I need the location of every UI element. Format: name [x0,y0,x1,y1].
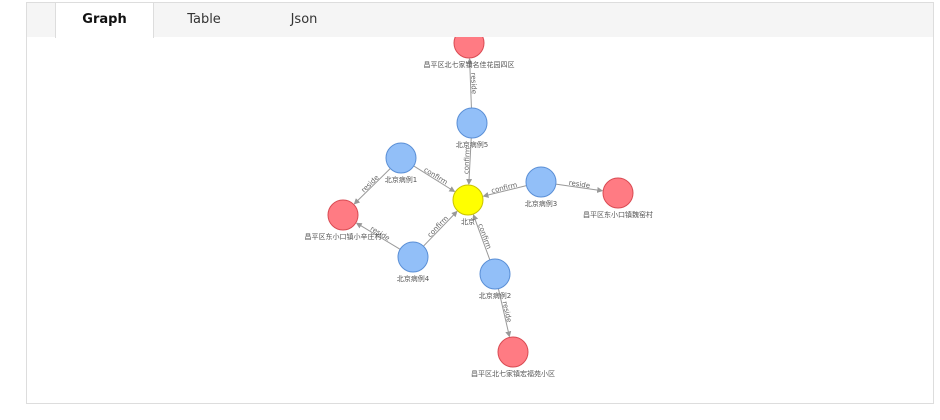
edge-case2-center [472,214,491,261]
node-case5[interactable]: 北京病例5 [456,107,488,149]
node-label: 北京病例3 [525,199,557,208]
node-circle[interactable] [385,142,417,174]
node-label: 昌平区东小口镇小辛庄村 [305,232,382,241]
node-circle[interactable] [497,336,529,368]
node-loc_sixi[interactable]: 昌平区北七家镇名佳花园四区 [424,28,515,69]
edge-label: confirm [422,166,449,187]
edge-case5-loc_sixi [466,57,473,109]
node-loc_xiaoxin[interactable]: 昌平区东小口镇小辛庄村 [305,199,382,241]
node-label: 昌平区东小口镇魏窑村 [583,210,653,219]
node-circle[interactable] [452,184,484,216]
edge-case4-center [423,210,458,247]
node-circle[interactable] [327,199,359,231]
tab-bar: Graph Table Json [27,3,933,38]
edge-label: reside [469,73,478,95]
node-center[interactable]: 北京 [452,184,484,226]
node-label: 昌平区北七家镇名佳花园四区 [424,60,515,69]
edge-label: confirm [476,223,493,251]
node-case2[interactable]: 北京病例2 [479,258,511,300]
node-label: 北京 [461,217,475,226]
edge-label: reside [568,179,590,190]
edge-label: confirm [426,214,450,239]
node-circle[interactable] [456,107,488,139]
node-circle[interactable] [397,241,429,273]
edge-case5-center [466,137,473,186]
edge-case2-loc_hongfu [497,288,512,338]
edge-label: confirm [490,181,518,195]
edge-case4-loc_xiaoxin [355,222,401,250]
tab-table[interactable]: Table [187,12,221,27]
graph-panel: Graph Table Json [26,2,934,404]
node-case3[interactable]: 北京病例3 [525,166,557,208]
node-loc_weizhuang[interactable]: 昌平区东小口镇魏窑村 [583,177,653,219]
node-circle[interactable] [602,177,634,209]
edge-case3-loc_weizhuang [555,183,604,194]
node-label: 北京病例1 [385,175,417,184]
edge-case1-loc_xiaoxin [353,168,391,205]
node-label: 昌平区北七家镇宏福苑小区 [471,369,555,378]
node-circle[interactable] [453,28,485,59]
node-loc_hongfu[interactable]: 昌平区北七家镇宏福苑小区 [471,336,555,378]
edge-case1-center [413,165,456,193]
edge-case3-center [482,185,527,198]
node-label: 北京病例5 [456,140,488,149]
node-case1[interactable]: 北京病例1 [385,142,417,184]
edge-label: confirm [462,147,471,174]
edge-label: reside [501,301,514,324]
edge-label: reside [360,174,381,195]
node-label: 北京病例4 [397,274,430,283]
tab-json[interactable]: Json [290,12,318,27]
node-circle[interactable] [479,258,511,290]
node-circle[interactable] [525,166,557,198]
node-case4[interactable]: 北京病例4 [397,241,430,283]
tab-graph[interactable]: Graph [55,3,154,38]
node-label: 北京病例2 [479,291,511,300]
